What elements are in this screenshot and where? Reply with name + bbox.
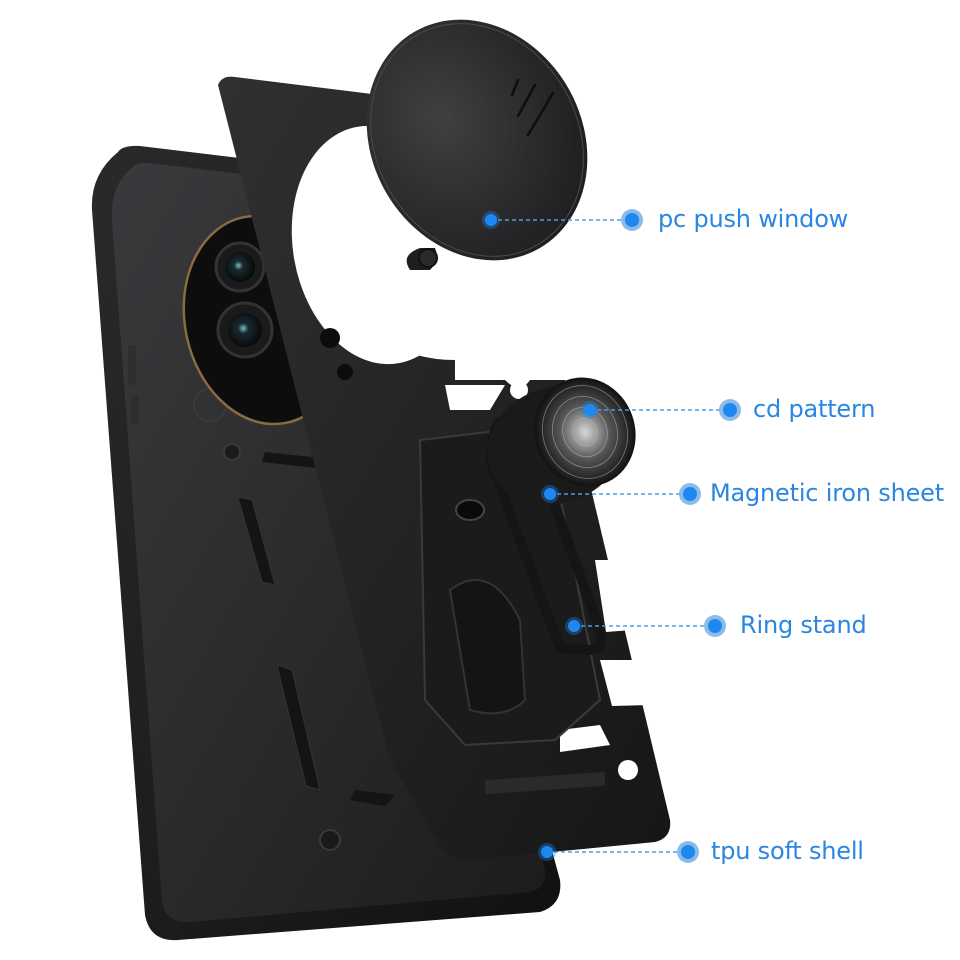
callout-tpu-soft-shell [538,841,699,863]
pc-push-window [366,19,588,270]
callout-cd-pattern [581,399,741,421]
cd-pattern-magnet [534,377,636,487]
callout-magnetic-iron-sheet [541,483,701,505]
label-tpu-soft-shell: tpu soft shell [711,837,864,865]
label-pc-push-window: pc push window [658,205,849,233]
callout-pc-push-window [482,209,643,231]
label-magnetic-iron-sheet: Magnetic iron sheet [710,479,944,507]
label-cd-pattern: cd pattern [753,395,876,423]
callout-ring-stand [565,615,726,637]
label-ring-stand: Ring stand [740,611,867,639]
